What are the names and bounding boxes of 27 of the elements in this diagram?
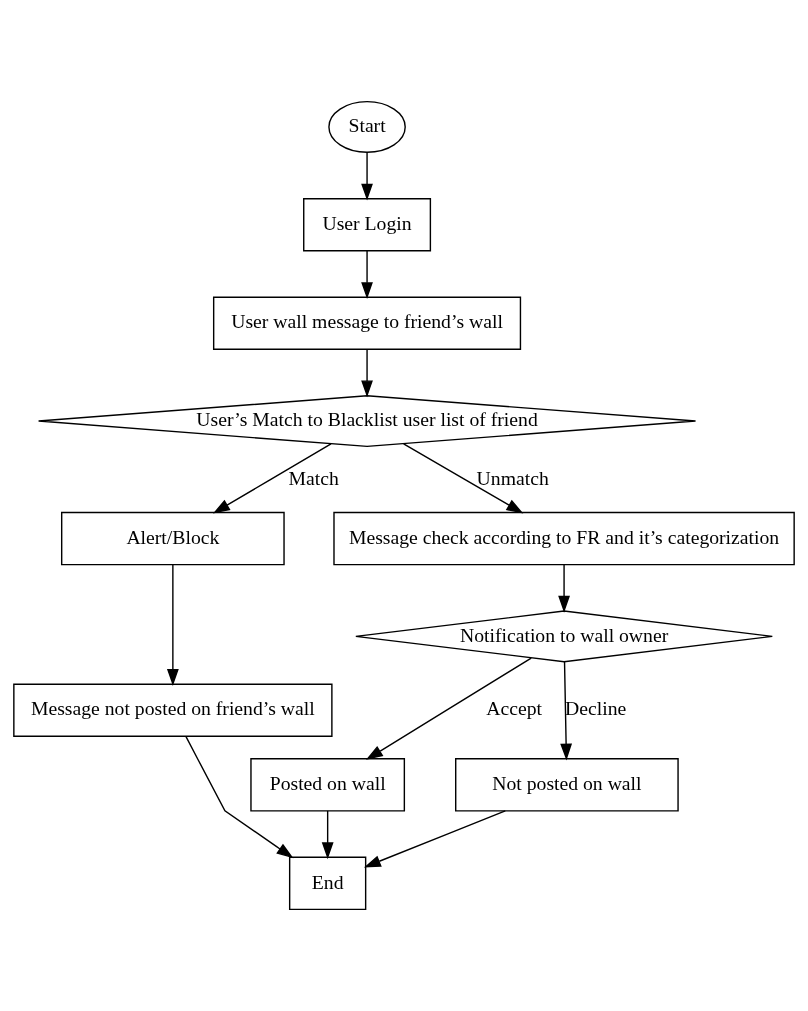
arrow (361, 250, 373, 300)
arrow (365, 657, 532, 760)
node-box: Message not posted on friend’s wall (13, 683, 333, 737)
node-box: Posted on wall (250, 758, 406, 812)
edge-label: Decline (565, 697, 627, 720)
node-box: User Login (303, 198, 432, 252)
node-box: User wall message to friend’s wall (212, 296, 522, 350)
node-box: Not posted on wall (455, 758, 679, 812)
arrow (166, 564, 179, 686)
arrow (560, 661, 573, 761)
node-diamond: User’s Match to Blacklist user list of friend (37, 395, 697, 448)
arrow (363, 810, 506, 868)
node-box: Message check according to FR and it’s categorization (333, 511, 795, 566)
node-diamond: Notification to wall owner (355, 610, 773, 663)
arrow (558, 564, 570, 613)
arrow (402, 443, 524, 514)
edge-label: Accept (486, 697, 542, 720)
node-box: Alert/Block (61, 511, 285, 566)
edge-label: Unmatch (476, 466, 549, 489)
node-ellipse: Start (328, 100, 406, 153)
arrow (361, 151, 373, 201)
arrow (185, 736, 294, 859)
arrow (361, 348, 373, 398)
arrow (212, 443, 332, 514)
edge-label: Match (288, 466, 339, 489)
arrow (321, 810, 334, 860)
node-box: End (288, 856, 367, 911)
